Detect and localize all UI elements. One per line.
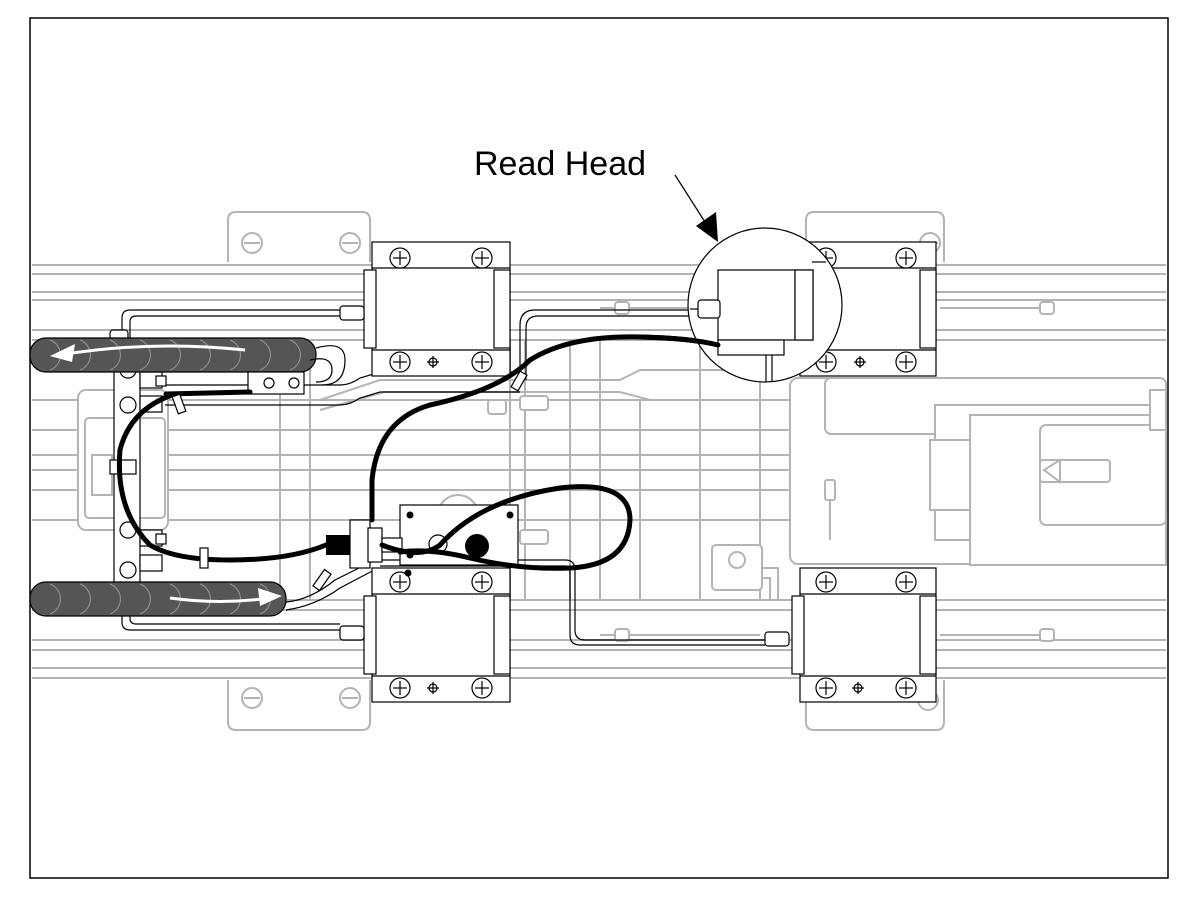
callout-label: Read Head	[474, 145, 646, 183]
cable-wrap-top	[29, 337, 317, 373]
cable-wrap-bottom	[29, 581, 287, 617]
read-head-callout: Read Head	[474, 145, 718, 242]
carriage-block-bottom-right	[764, 567, 937, 703]
callout-arrowhead	[696, 212, 718, 242]
carriage-block-top-left	[339, 241, 511, 377]
tube-loop-top	[315, 345, 346, 386]
callout-leader	[674, 174, 706, 223]
air-tubing	[121, 309, 765, 646]
tube-exit-bottom-inner	[285, 567, 379, 611]
cable-ties	[171, 370, 528, 592]
chassis-frame	[32, 211, 1167, 731]
carriage-block-bottom-left	[339, 567, 511, 703]
tube-loop-top-inner	[309, 358, 333, 383]
tube-exit-bottom	[285, 559, 376, 603]
read-head	[637, 227, 843, 383]
tube-clamp	[247, 371, 305, 395]
